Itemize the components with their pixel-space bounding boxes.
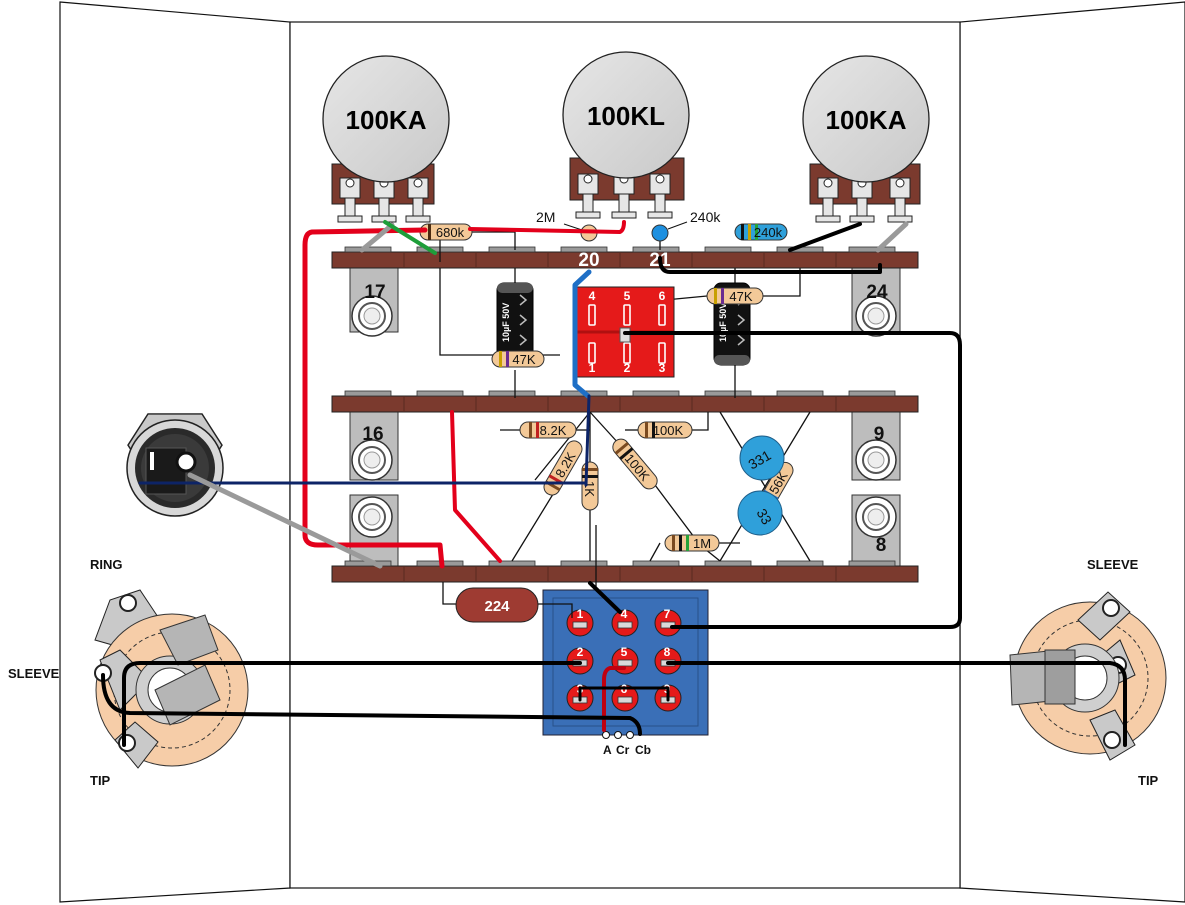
blue-switch-pin-1: 1 — [577, 607, 584, 621]
black-wire-right-jack — [666, 661, 1127, 747]
blue-switch-pin-4: 4 — [621, 607, 628, 621]
board-number-24: 24 — [866, 282, 888, 303]
black-wire-pot-right — [788, 222, 862, 252]
switch-label-a: A — [603, 743, 612, 757]
blue-switch-pin-8: 8 — [664, 645, 671, 659]
film-cap-value: 224 — [484, 598, 510, 615]
red-wire-left-loop — [302, 227, 445, 569]
pot-center: 100KL — [562, 51, 690, 219]
gray-wire-pot-left — [359, 222, 395, 253]
resistor-680k: 680k — [419, 223, 473, 241]
red-switch-pin-2: 2 — [624, 361, 631, 375]
resistor-1m-label: 1M — [693, 536, 711, 551]
blue-switch: 1 4 7 2 5 8 3 6 9 A Cr Cb — [542, 589, 709, 757]
red-wire-switch — [602, 666, 626, 732]
resistor-1m: 1M — [664, 534, 720, 552]
red-wire-middle — [450, 410, 502, 563]
green-wire — [383, 220, 437, 255]
board-number-16: 16 — [362, 424, 383, 445]
board-number-17: 17 — [364, 282, 385, 303]
blue-wire — [572, 269, 592, 399]
black-wire-left-jack-tip — [101, 673, 642, 736]
resistor-8-2k-h-label: 8.2K — [540, 423, 567, 438]
pot-right-value: 100KA — [826, 105, 907, 135]
jack-right — [1009, 591, 1167, 761]
cap-left-value: 10µF 50V — [501, 303, 511, 342]
terminal-strip-middle — [331, 390, 919, 413]
pot-right: 100KA — [802, 55, 930, 223]
black-wire-switch-top — [588, 581, 622, 614]
gray-wire-pot-right — [875, 221, 909, 253]
pot-trim-beads: 2M 240k — [536, 209, 721, 242]
red-wire-top — [468, 220, 626, 234]
red-switch-pin-6: 6 — [659, 289, 666, 303]
mount-17: 17 — [349, 261, 399, 337]
red-switch-pin-4: 4 — [589, 289, 596, 303]
label-left-tip: TIP — [90, 773, 111, 788]
resistor-47k-mid-label: 47K — [512, 352, 535, 367]
board-number-9: 9 — [874, 424, 885, 445]
dc-power-jack — [126, 413, 224, 517]
red-switch-pin-5: 5 — [624, 289, 631, 303]
resistor-240k-label: 240k — [754, 225, 783, 240]
ceramic-cap-33-label: 33 — [754, 506, 776, 528]
switch-label-cr: Cr — [616, 743, 630, 757]
label-left-ring: RING — [90, 557, 123, 572]
pot-left: 100KA — [322, 55, 450, 223]
navy-wire-center — [584, 394, 591, 487]
ceramic-cap-33: 33 — [737, 490, 783, 536]
mount-9: 9 — [851, 409, 901, 481]
resistor-8-2k-horizontal: 8.2K — [519, 421, 577, 439]
resistor-47k-mid: 47K — [491, 350, 545, 368]
board-number-8: 8 — [876, 535, 887, 556]
terminal-strip-bottom — [331, 560, 919, 583]
gray-wire-dc — [187, 472, 383, 569]
blue-switch-pin-7: 7 — [664, 607, 671, 621]
component-leads — [420, 231, 811, 590]
resistor-1k: 1K — [581, 461, 599, 511]
resistor-240k: 240k — [734, 223, 788, 241]
mount-bottom-left — [349, 494, 399, 571]
pot-left-value: 100KA — [346, 105, 427, 135]
black-wire-to-right-jack — [623, 331, 962, 629]
label-left-sleeve: SLEEVE — [8, 666, 60, 681]
label-right-tip: TIP — [1138, 773, 1159, 788]
resistor-47k-top: 47K — [706, 287, 764, 305]
wires — [101, 220, 1127, 747]
board-number-20: 20 — [578, 250, 599, 271]
pot-center-value: 100KL — [587, 101, 665, 131]
black-wire-switch-bridge — [578, 686, 670, 702]
mount-8: 8 — [851, 494, 901, 571]
callout-240k: 240k — [690, 209, 721, 225]
red-switch-pin-3: 3 — [659, 361, 666, 375]
resistor-100k-horizontal: 100K — [637, 421, 693, 439]
blue-switch-pin-5: 5 — [621, 645, 628, 659]
enclosure-right-flap — [959, 1, 1185, 903]
film-cap-224: 224 — [442, 582, 573, 623]
resistor-47k-top-label: 47K — [729, 289, 752, 304]
black-wire-top-strip — [658, 256, 882, 274]
ceramic-cap-331: 331 — [739, 435, 785, 481]
blue-switch-pin-2: 2 — [577, 645, 584, 659]
black-wire-left-jack-sleeve — [122, 661, 582, 747]
resistor-680k-label: 680k — [436, 225, 465, 240]
mount-16: 16 — [349, 409, 399, 481]
callout-2m: 2M — [536, 209, 555, 225]
resistor-100k-h-label: 100K — [653, 423, 684, 438]
switch-label-cb: Cb — [635, 743, 651, 757]
cap-right-value: 10µF 50V — [718, 303, 728, 342]
red-switch-pin-1: 1 — [589, 361, 596, 375]
label-right-sleeve: SLEEVE — [1087, 557, 1139, 572]
